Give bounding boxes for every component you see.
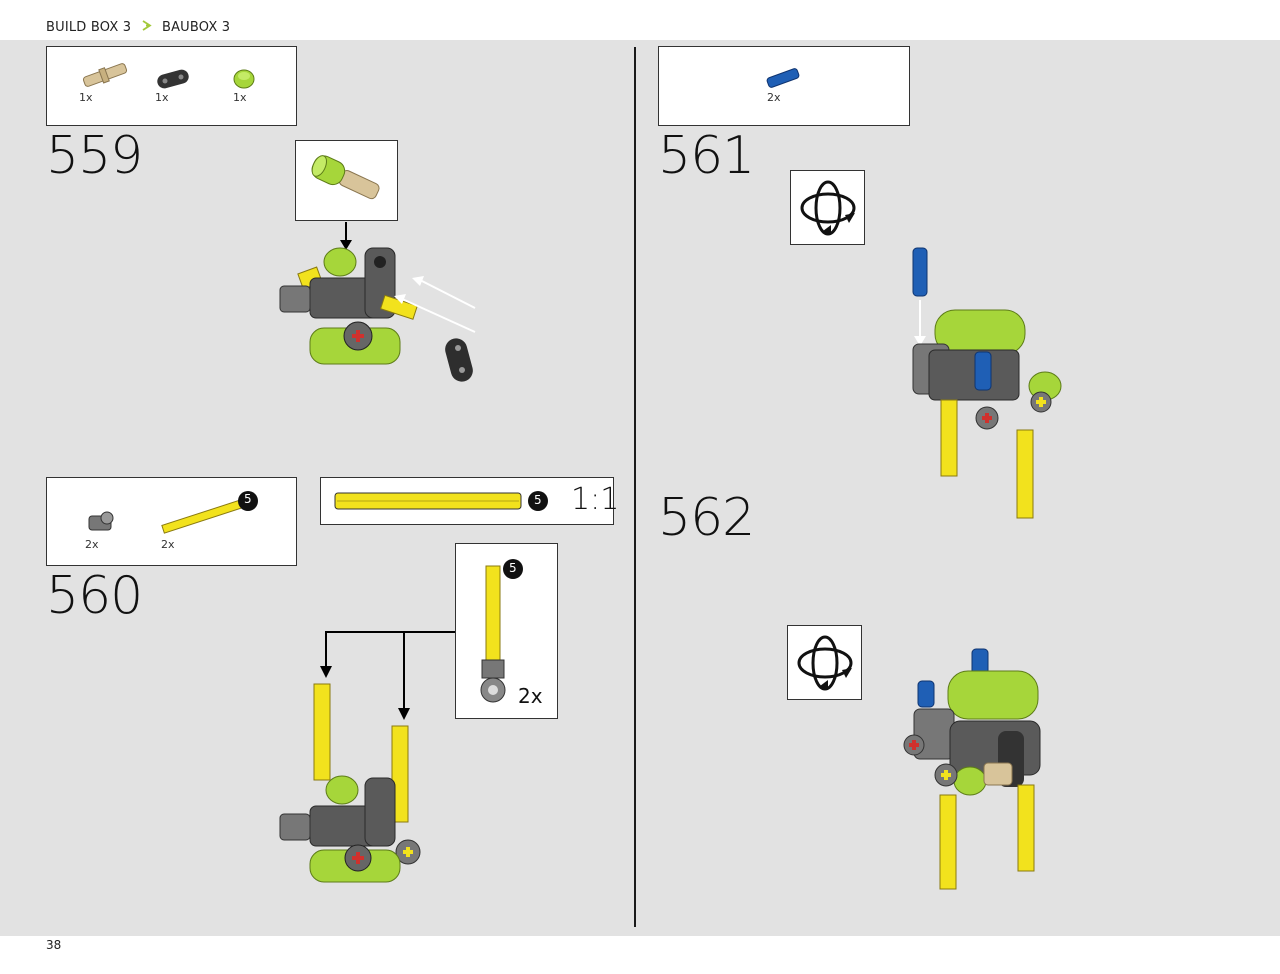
- axle-length-number: 5: [244, 492, 252, 506]
- lime-bush-part-icon: [233, 69, 255, 89]
- length-badge-icon: [503, 559, 523, 579]
- parts-list-560: 2x 5 2x: [46, 477, 297, 566]
- assembly-560-illustration: [279, 631, 455, 883]
- sub-assembly-callout-560: 5 2x: [455, 543, 558, 719]
- step-number-559: 559: [46, 126, 143, 186]
- page-footer: 38: [0, 936, 1280, 974]
- part-qty: 2x: [161, 538, 175, 551]
- assembly-562-illustration: [903, 648, 1041, 890]
- axle-length-number: 5: [509, 561, 517, 575]
- breadcrumb-baubox: BAUBOX 3: [161, 20, 231, 35]
- scale-label: 1:1: [571, 482, 620, 517]
- assembly-561-illustration: [912, 247, 1062, 519]
- pin-with-bush-illustration: [311, 155, 380, 200]
- step-number-561: 561: [658, 126, 755, 186]
- dark-beam-part-icon: [157, 69, 189, 89]
- column-divider: [634, 47, 636, 927]
- part-qty: 2x: [767, 91, 781, 104]
- breadcrumb-build-box: BUILD BOX 3: [46, 20, 132, 35]
- blue-pin-part-icon: [766, 68, 800, 88]
- rotate-model-icon: [797, 635, 853, 691]
- page-header: BUILD BOX 3 BAUBOX 3: [0, 0, 1280, 40]
- assembly-559-illustration: [279, 222, 476, 382]
- sub-assembly-callout-559: [295, 140, 398, 221]
- step-number-562: 562: [658, 488, 755, 548]
- scale-ruler-box: 5 1:1: [320, 477, 619, 525]
- rotate-model-callout-561: [790, 170, 865, 245]
- callout-quantity: 2x: [518, 684, 543, 708]
- length-badge-icon: [528, 491, 548, 511]
- part-qty: 1x: [155, 91, 169, 104]
- parts-list-559: 1x 1x 1x: [46, 46, 297, 126]
- page-number: 38: [46, 938, 62, 952]
- axle-5-ruler-illustration: [334, 492, 522, 510]
- length-badge-icon: [238, 491, 258, 511]
- breadcrumb: BUILD BOX 3 BAUBOX 3: [46, 20, 230, 35]
- part-qty: 2x: [85, 538, 99, 551]
- tan-pin-part-icon: [82, 63, 128, 87]
- gray-connector-part-icon: [88, 511, 114, 531]
- part-qty: 1x: [233, 91, 247, 104]
- parts-list-561: 2x: [658, 46, 910, 126]
- step-number-560: 560: [46, 566, 143, 626]
- rotate-model-icon: [800, 180, 856, 236]
- axle-length-number: 5: [534, 493, 542, 507]
- axle-with-connector-illustration: [480, 565, 506, 703]
- chevron-right-icon: [142, 20, 152, 35]
- part-qty: 1x: [79, 91, 93, 104]
- rotate-model-callout-562: [787, 625, 862, 700]
